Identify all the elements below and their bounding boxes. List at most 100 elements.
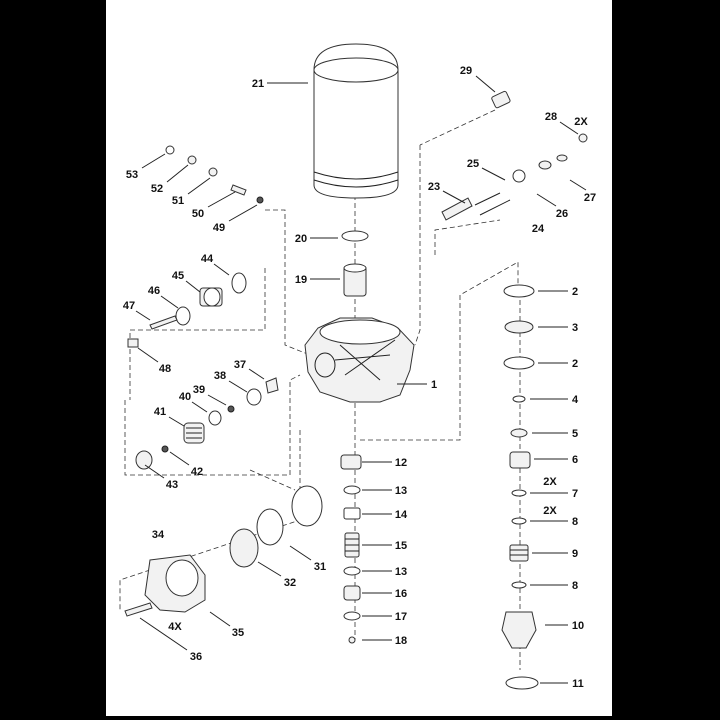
screw-36 xyxy=(124,602,153,617)
ring-31 xyxy=(256,508,284,546)
callout-label-c37: 37 xyxy=(234,359,246,371)
washer-38 xyxy=(246,388,262,406)
leader-line-c23 xyxy=(442,190,466,204)
guide-left-upper xyxy=(265,209,311,356)
leader-line-c52 xyxy=(166,164,189,183)
leader-line-c29 xyxy=(475,75,496,93)
valve-10 xyxy=(501,611,537,649)
leader-line-c36 xyxy=(139,617,188,651)
guide-top-right xyxy=(419,109,496,146)
callout-label-c38: 38 xyxy=(214,370,226,382)
callout-label-c11: 11 xyxy=(572,678,584,690)
callout-label-c12: 12 xyxy=(395,457,407,469)
ring-53 xyxy=(165,145,175,155)
callout-label-c28: 28 xyxy=(545,111,557,123)
ring-13b xyxy=(343,566,361,576)
leader-line-c38 xyxy=(228,380,248,393)
piston-16 xyxy=(343,585,361,601)
callout-label-c3: 3 xyxy=(572,322,578,334)
callout-label-c17: 17 xyxy=(395,611,407,623)
ring-8a xyxy=(511,517,527,525)
spin-nut-19 xyxy=(343,263,367,297)
ring-13a xyxy=(343,485,361,495)
callout-label-c24: 24 xyxy=(532,223,545,235)
cap-43 xyxy=(135,450,153,470)
washer-40 xyxy=(208,410,222,426)
callout-label-c23: 23 xyxy=(428,181,440,193)
seat-14 xyxy=(343,507,361,520)
washer-51 xyxy=(208,167,218,177)
callout-label-c32: 32 xyxy=(284,577,296,589)
callout-label-c18: 18 xyxy=(395,635,407,647)
ring-5 xyxy=(510,428,528,438)
spring-15 xyxy=(344,532,360,558)
callout-label-c36: 36 xyxy=(190,651,202,663)
leader-line-c25 xyxy=(481,167,506,181)
callout-label-c47: 47 xyxy=(123,300,135,312)
callout-label-c45: 45 xyxy=(172,270,184,282)
seal-ring-20 xyxy=(341,230,369,242)
pin-47 xyxy=(149,315,178,330)
callout-label-c39: 39 xyxy=(193,384,205,396)
callout-label-c29: 29 xyxy=(460,65,472,77)
callout-label-c6: 6 xyxy=(572,454,578,466)
leader-line-c26 xyxy=(536,193,557,207)
callout-label-c27: 27 xyxy=(584,192,596,204)
leader-line-c46 xyxy=(160,295,179,309)
cap-12 xyxy=(340,454,362,470)
callout-label-c2x_7: 2X xyxy=(543,476,557,488)
callout-label-c16: 16 xyxy=(395,588,407,600)
callout-label-c41: 41 xyxy=(154,406,166,418)
housing-body xyxy=(304,317,415,403)
guide-left-bottom xyxy=(119,430,301,610)
ball-39 xyxy=(227,405,235,413)
leader-line-c50 xyxy=(207,191,236,208)
fitting-37 xyxy=(265,377,279,394)
callout-label-c5: 5 xyxy=(572,428,578,440)
callout-label-c2x_8: 2X xyxy=(543,505,557,517)
o-ring-44 xyxy=(231,272,247,294)
guide-lower-diag xyxy=(249,469,296,491)
callout-label-c40: 40 xyxy=(179,391,191,403)
guide-right-mid xyxy=(434,219,501,255)
fitting-29 xyxy=(491,90,511,109)
callout-label-c7: 7 xyxy=(572,488,578,500)
guide-right-upper xyxy=(414,145,421,346)
ball-42 xyxy=(161,445,169,453)
callout-label-c25: 25 xyxy=(467,158,479,170)
o-ring-2a xyxy=(503,284,535,298)
ring-17 xyxy=(343,611,361,621)
ring-8b xyxy=(511,581,527,589)
callout-label-c52: 52 xyxy=(151,183,163,195)
ring-32 xyxy=(229,528,259,568)
washer-52 xyxy=(187,155,197,165)
leader-line-c53 xyxy=(141,153,166,169)
snap-ring-11 xyxy=(505,676,539,690)
leader-line-c47 xyxy=(135,310,151,321)
leader-line-c41 xyxy=(168,416,185,427)
leader-line-c48 xyxy=(137,347,159,363)
plug-28 xyxy=(578,133,588,143)
callout-label-c8a: 8 xyxy=(572,516,578,528)
parts xyxy=(124,43,588,690)
callout-label-c19: 19 xyxy=(295,274,307,286)
spring-9 xyxy=(509,544,529,562)
ball-49 xyxy=(256,196,264,204)
callout-label-c13a: 13 xyxy=(395,485,407,497)
housing-45 xyxy=(199,287,223,307)
guide-right-lower xyxy=(360,261,519,441)
callout-label-c4: 4 xyxy=(572,394,579,406)
callout-label-c53: 53 xyxy=(126,169,138,181)
leader-line-c42 xyxy=(169,451,190,466)
callout-label-c4x: 4X xyxy=(168,621,182,633)
callout-label-c35: 35 xyxy=(232,627,244,639)
pin-50 xyxy=(230,184,247,196)
ring-46 xyxy=(175,306,191,326)
filter-canister xyxy=(313,43,399,199)
leader-line-c49 xyxy=(228,204,258,222)
callout-label-c10: 10 xyxy=(572,620,584,632)
ring-4 xyxy=(512,395,526,403)
